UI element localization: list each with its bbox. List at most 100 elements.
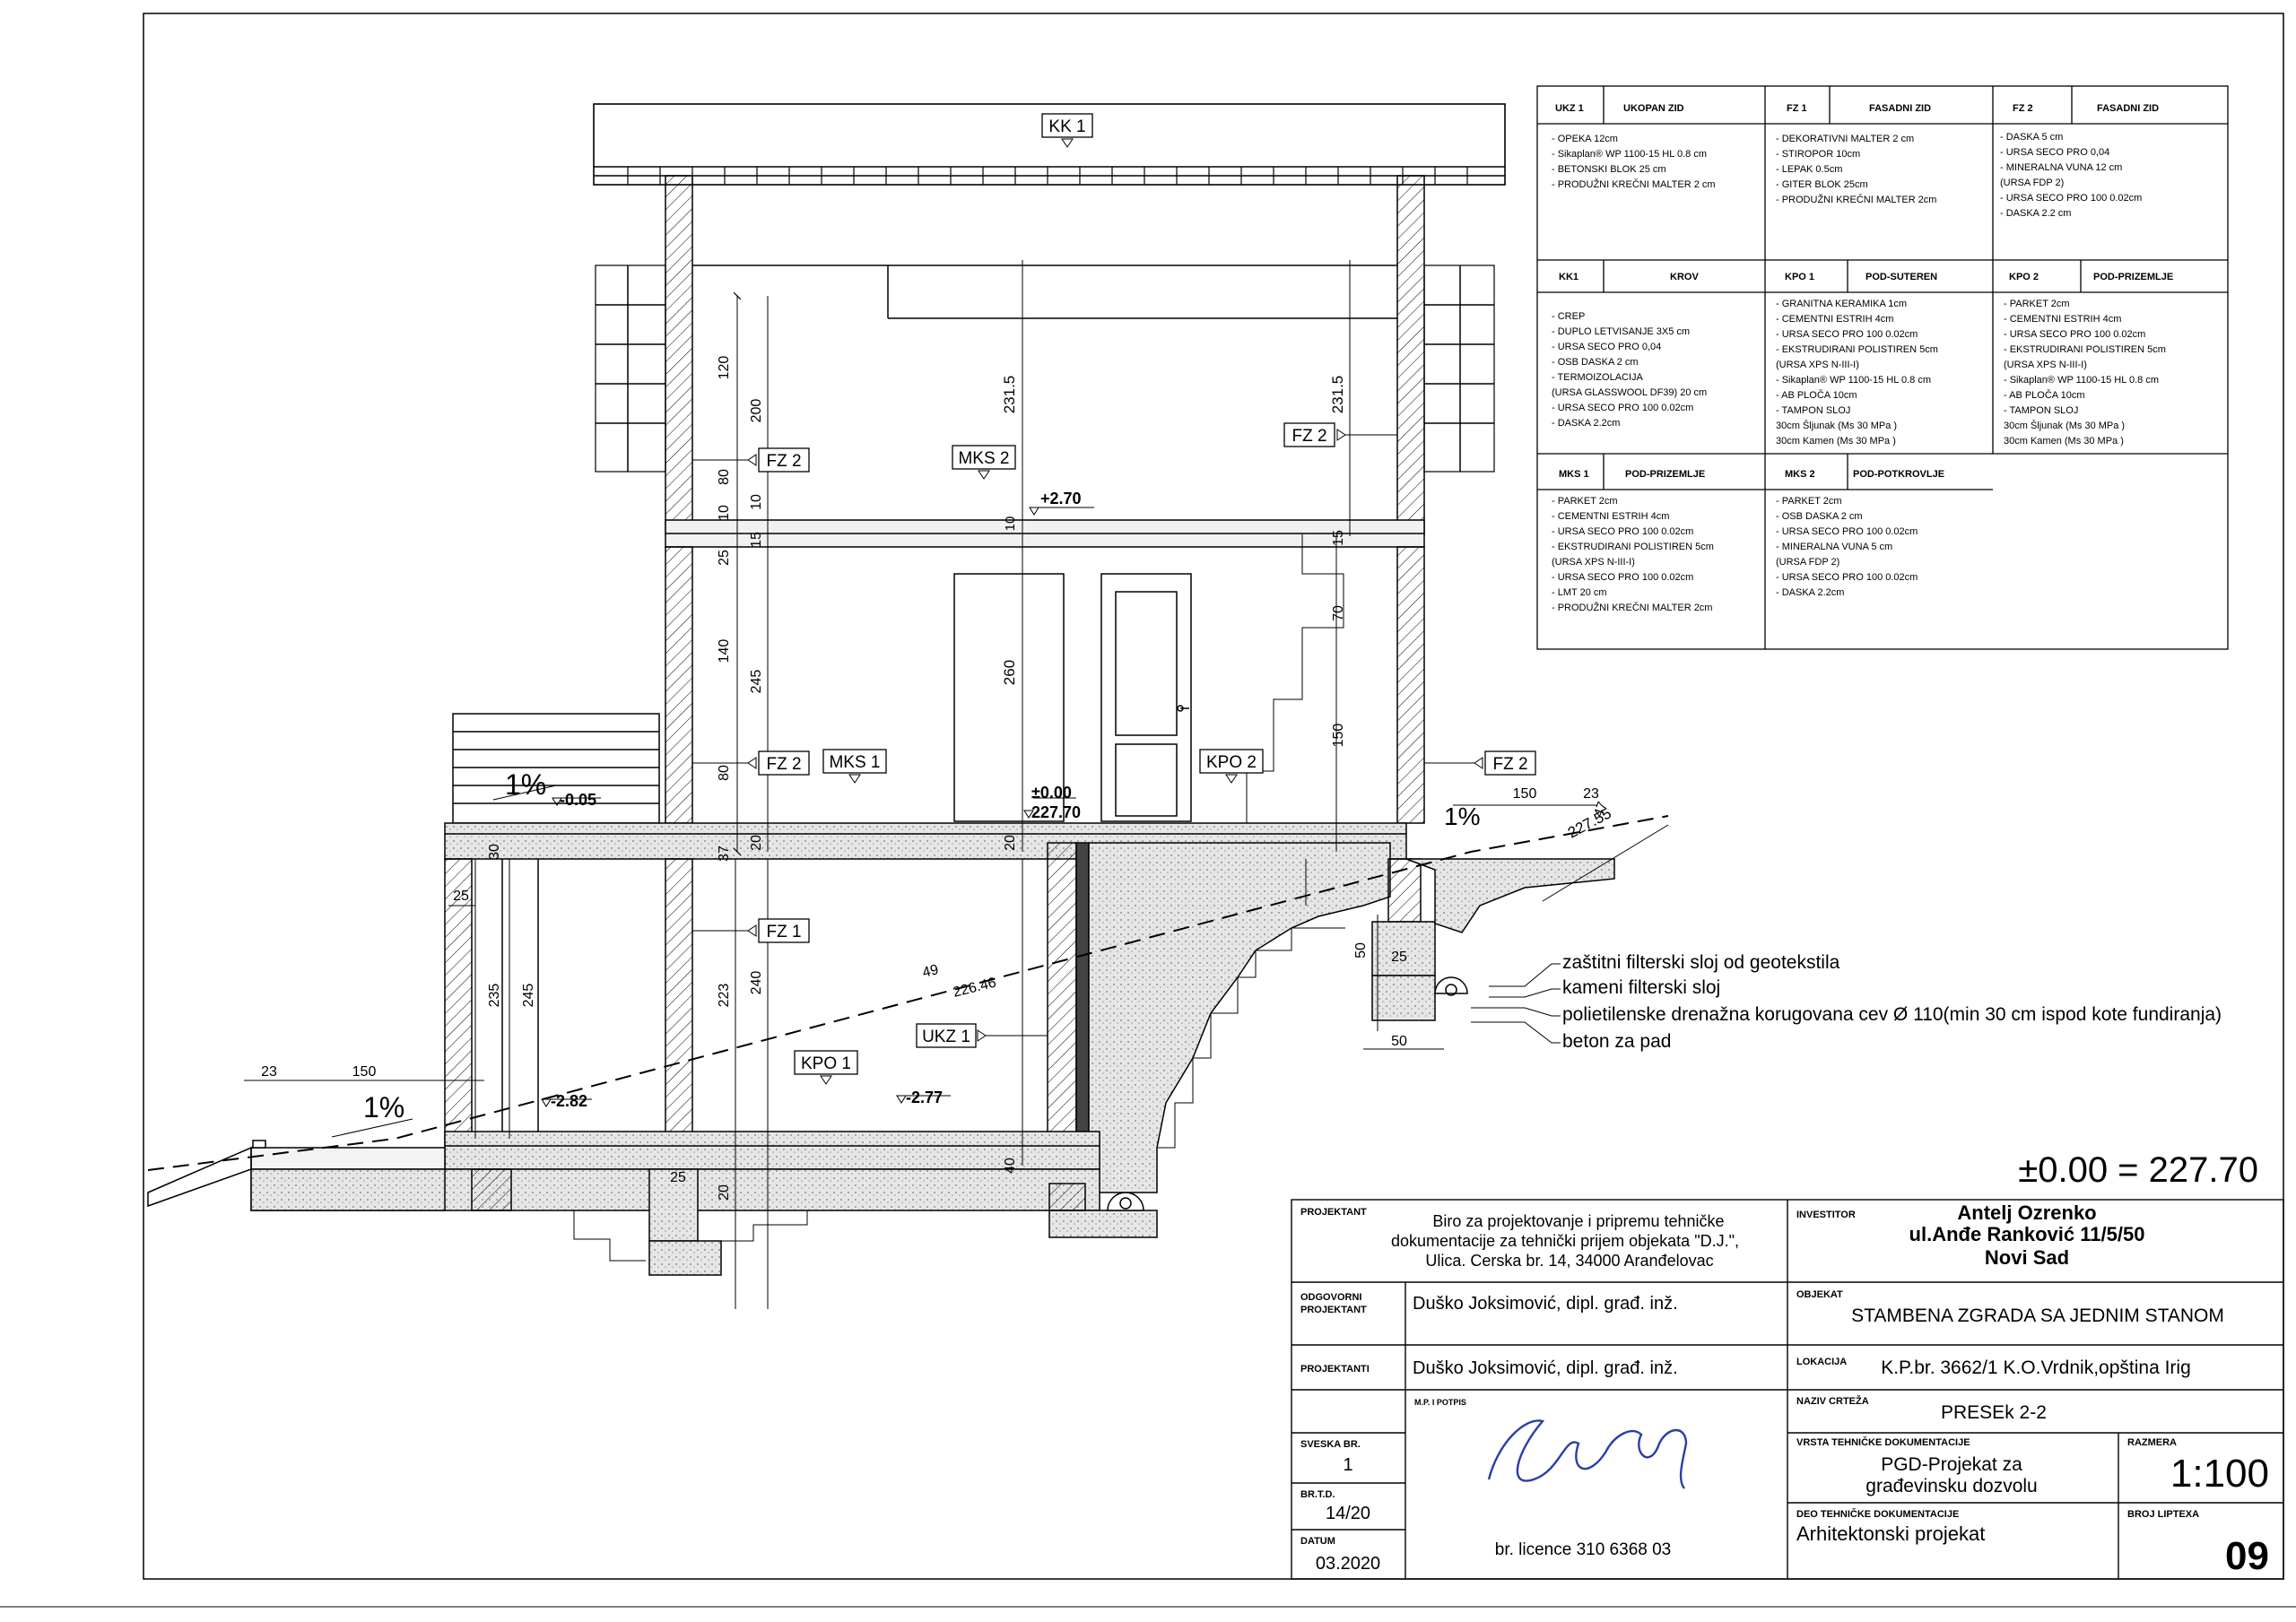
svg-text:25: 25 bbox=[1391, 950, 1407, 965]
svg-text:09: 09 bbox=[2225, 1534, 2269, 1578]
svg-text:47: 47 bbox=[1591, 800, 1611, 819]
svg-text:UKOPAN ZID: UKOPAN ZID bbox=[1623, 103, 1684, 114]
section-label-kk1: KK 1 bbox=[1041, 113, 1093, 148]
svg-text:SVESKA BR.: SVESKA BR. bbox=[1300, 1439, 1361, 1450]
section-label-fz2-a: FZ 2 bbox=[692, 447, 810, 473]
section-label-mks1: MKS 1 bbox=[822, 749, 887, 784]
sheet-border bbox=[143, 13, 2284, 1580]
svg-text:FZ 2: FZ 2 bbox=[766, 755, 801, 774]
layer-table-text: UKZ 1 UKOPAN ZID FZ 1 FASADNI ZID FZ 2 F… bbox=[1555, 103, 2173, 480]
svg-text:40: 40 bbox=[1003, 1158, 1018, 1174]
svg-text:MKS 1: MKS 1 bbox=[829, 753, 880, 772]
level-000: ±0.00 bbox=[1031, 784, 1072, 802]
layer-line-mks2: - URSA SECO PRO 100 0.02cm bbox=[1776, 526, 1918, 537]
svg-text:ODGOVORNI: ODGOVORNI bbox=[1300, 1292, 1361, 1303]
svg-text:Antelj Ozrenko: Antelj Ozrenko bbox=[1957, 1201, 2096, 1224]
slope-arrow-3 bbox=[331, 1118, 413, 1138]
svg-text:MKS 1: MKS 1 bbox=[1559, 469, 1589, 480]
drain-note-3: polietilenske drenažna korugovana cev Ø … bbox=[1562, 1004, 2222, 1025]
layer-line-mks2: (URSA FDP 2) bbox=[1776, 557, 1839, 568]
svg-text:30: 30 bbox=[487, 844, 502, 860]
svg-text:25: 25 bbox=[453, 889, 469, 904]
layer-line-mks2: - OSB DASKA 2 cm bbox=[1776, 511, 1863, 522]
layer-line-kpo1: - URSA SECO PRO 100 0.02cm bbox=[1776, 329, 1918, 340]
svg-text:Ulica. Cerska br. 14, 34000 Ar: Ulica. Cerska br. 14, 34000 Aranđelovac bbox=[1425, 1252, 1713, 1270]
level-22770: 227.70 bbox=[1031, 803, 1081, 821]
svg-text:M.P. I POTPIS: M.P. I POTPIS bbox=[1414, 1398, 1466, 1407]
layer-table-lines: - OPEKA 12cm- Sikaplan® WP 1100-15 HL 0.… bbox=[1552, 132, 2166, 613]
layer-line-kpo2: - TAMPON SLOJ bbox=[2004, 405, 2078, 416]
layer-line-kpo2: (URSA XPS N-III-I) bbox=[2004, 360, 2087, 370]
svg-text:14/20: 14/20 bbox=[1326, 1504, 1370, 1523]
svg-text:49: 49 bbox=[921, 962, 940, 981]
layer-line-kpo1: - CEMENTNI ESTRIH 4cm bbox=[1776, 314, 1893, 325]
layer-line-fz2: - URSA SECO PRO 100 0.02cm bbox=[2000, 193, 2142, 204]
svg-text:235: 235 bbox=[487, 984, 502, 1008]
svg-text:PGD-Projekat za: PGD-Projekat za bbox=[1881, 1454, 2022, 1475]
slope-right: 1% bbox=[1444, 802, 1480, 830]
drain-note-2: kameni filterski sloj bbox=[1562, 977, 1720, 998]
svg-text:223: 223 bbox=[717, 984, 732, 1008]
svg-text:KROV: KROV bbox=[1670, 272, 1699, 282]
svg-text:Duško Joksimović, dipl. građ.: Duško Joksimović, dipl. građ. inž. bbox=[1413, 1294, 1678, 1314]
layer-line-mks1: (URSA XPS N-III-I) bbox=[1552, 557, 1635, 568]
svg-text:23: 23 bbox=[1583, 786, 1599, 802]
svg-text:MKS 2: MKS 2 bbox=[1785, 469, 1815, 480]
svg-text:1: 1 bbox=[1343, 1455, 1352, 1475]
layer-line-kk1: - CREP bbox=[1552, 311, 1585, 322]
svg-text:INVESTITOR: INVESTITOR bbox=[1796, 1210, 1856, 1220]
layer-line-kk1: - OSB DASKA 2 cm bbox=[1552, 357, 1639, 368]
svg-text:UKZ 1: UKZ 1 bbox=[922, 1028, 970, 1046]
svg-text:POD-PRIZEMLJE: POD-PRIZEMLJE bbox=[1625, 469, 1705, 480]
section-label-fz1: FZ 1 bbox=[692, 918, 810, 943]
layer-line-fz1: - GITER BLOK 25cm bbox=[1776, 179, 1868, 190]
svg-text:25: 25 bbox=[670, 1170, 686, 1185]
svg-text:10: 10 bbox=[749, 494, 764, 510]
layer-line-ukz1: - Sikaplan® WP 1100-15 HL 0.8 cm bbox=[1552, 149, 1707, 160]
svg-text:STAMBENA ZGRADA SA JEDNIM STAN: STAMBENA ZGRADA SA JEDNIM STANOM bbox=[1851, 1305, 2224, 1326]
title-block bbox=[1291, 1199, 2284, 1580]
svg-text:BROJ LIPTEXA: BROJ LIPTEXA bbox=[2127, 1509, 2199, 1520]
layer-line-kpo2: - URSA SECO PRO 100 0.02cm bbox=[2004, 329, 2145, 340]
svg-text:Novi Sad: Novi Sad bbox=[1985, 1246, 2069, 1269]
svg-text:OBJEKAT: OBJEKAT bbox=[1796, 1289, 1843, 1300]
dimension-lines bbox=[244, 260, 1596, 1309]
section-label-fz2-d: FZ 2 bbox=[1424, 750, 1536, 776]
slope-arrow-1 bbox=[492, 785, 557, 801]
svg-text:140: 140 bbox=[717, 639, 732, 664]
svg-text:80: 80 bbox=[717, 469, 732, 485]
svg-text:37: 37 bbox=[717, 846, 732, 862]
layer-line-fz1: - LEPAK 0.5cm bbox=[1776, 164, 1842, 175]
svg-text:1:100: 1:100 bbox=[2170, 1452, 2269, 1496]
level-226: 226.46 bbox=[952, 976, 998, 1001]
svg-text:FASADNI ZID: FASADNI ZID bbox=[2097, 103, 2159, 114]
svg-text:građevinsku dozvolu: građevinsku dozvolu bbox=[1866, 1476, 2037, 1496]
svg-text:FZ 2: FZ 2 bbox=[1492, 755, 1527, 774]
layer-line-fz2: - DASKA 2.2 cm bbox=[2000, 208, 2071, 219]
layer-line-fz1: - PRODUŽNI KREČNI MALTER 2cm bbox=[1776, 194, 1936, 205]
layer-line-kpo1: (URSA XPS N-III-I) bbox=[1776, 360, 1859, 370]
layer-line-mks1: - URSA SECO PRO 100 0.02cm bbox=[1552, 572, 1693, 583]
layer-line-kpo1: - GRANITNA KERAMIKA 1cm bbox=[1776, 299, 1907, 309]
layer-line-kk1: - DUPLO LETVISANJE 3X5 cm bbox=[1552, 326, 1690, 337]
svg-text:MKS 2: MKS 2 bbox=[958, 449, 1009, 468]
svg-text:NAZIV CRTEŽA: NAZIV CRTEŽA bbox=[1796, 1395, 1869, 1407]
svg-text:PRESEk 2-2: PRESEk 2-2 bbox=[1941, 1402, 2047, 1423]
layer-line-fz1: - DEKORATIVNI MALTER 2 cm bbox=[1776, 134, 1914, 144]
svg-text:245: 245 bbox=[521, 984, 536, 1008]
svg-text:ul.Anđe Ranković 11/5/50: ul.Anđe Ranković 11/5/50 bbox=[1909, 1223, 2145, 1245]
drain-note-4: beton za pad bbox=[1562, 1031, 1671, 1052]
svg-text:FASADNI ZID: FASADNI ZID bbox=[1869, 103, 1931, 114]
layer-line-mks1: - PRODUŽNI KREČNI MALTER 2cm bbox=[1552, 602, 1712, 613]
layer-line-kpo1: - Sikaplan® WP 1100-15 HL 0.8 cm bbox=[1776, 375, 1931, 386]
svg-text:03.2020: 03.2020 bbox=[1316, 1554, 1380, 1574]
svg-text:KPO 1: KPO 1 bbox=[1785, 272, 1814, 282]
svg-text:POD-SUTEREN: POD-SUTEREN bbox=[1866, 272, 1937, 282]
section-label-kpo1: KPO 1 bbox=[794, 1050, 858, 1085]
layer-line-kpo1: - TAMPON SLOJ bbox=[1776, 405, 1850, 416]
svg-text:240: 240 bbox=[749, 971, 764, 995]
svg-text:150: 150 bbox=[352, 1064, 377, 1080]
layer-line-kpo2: 30cm Šljunak (Ms 30 MPa ) bbox=[2004, 420, 2125, 431]
layer-line-mks2: - URSA SECO PRO 100 0.02cm bbox=[1776, 572, 1918, 583]
